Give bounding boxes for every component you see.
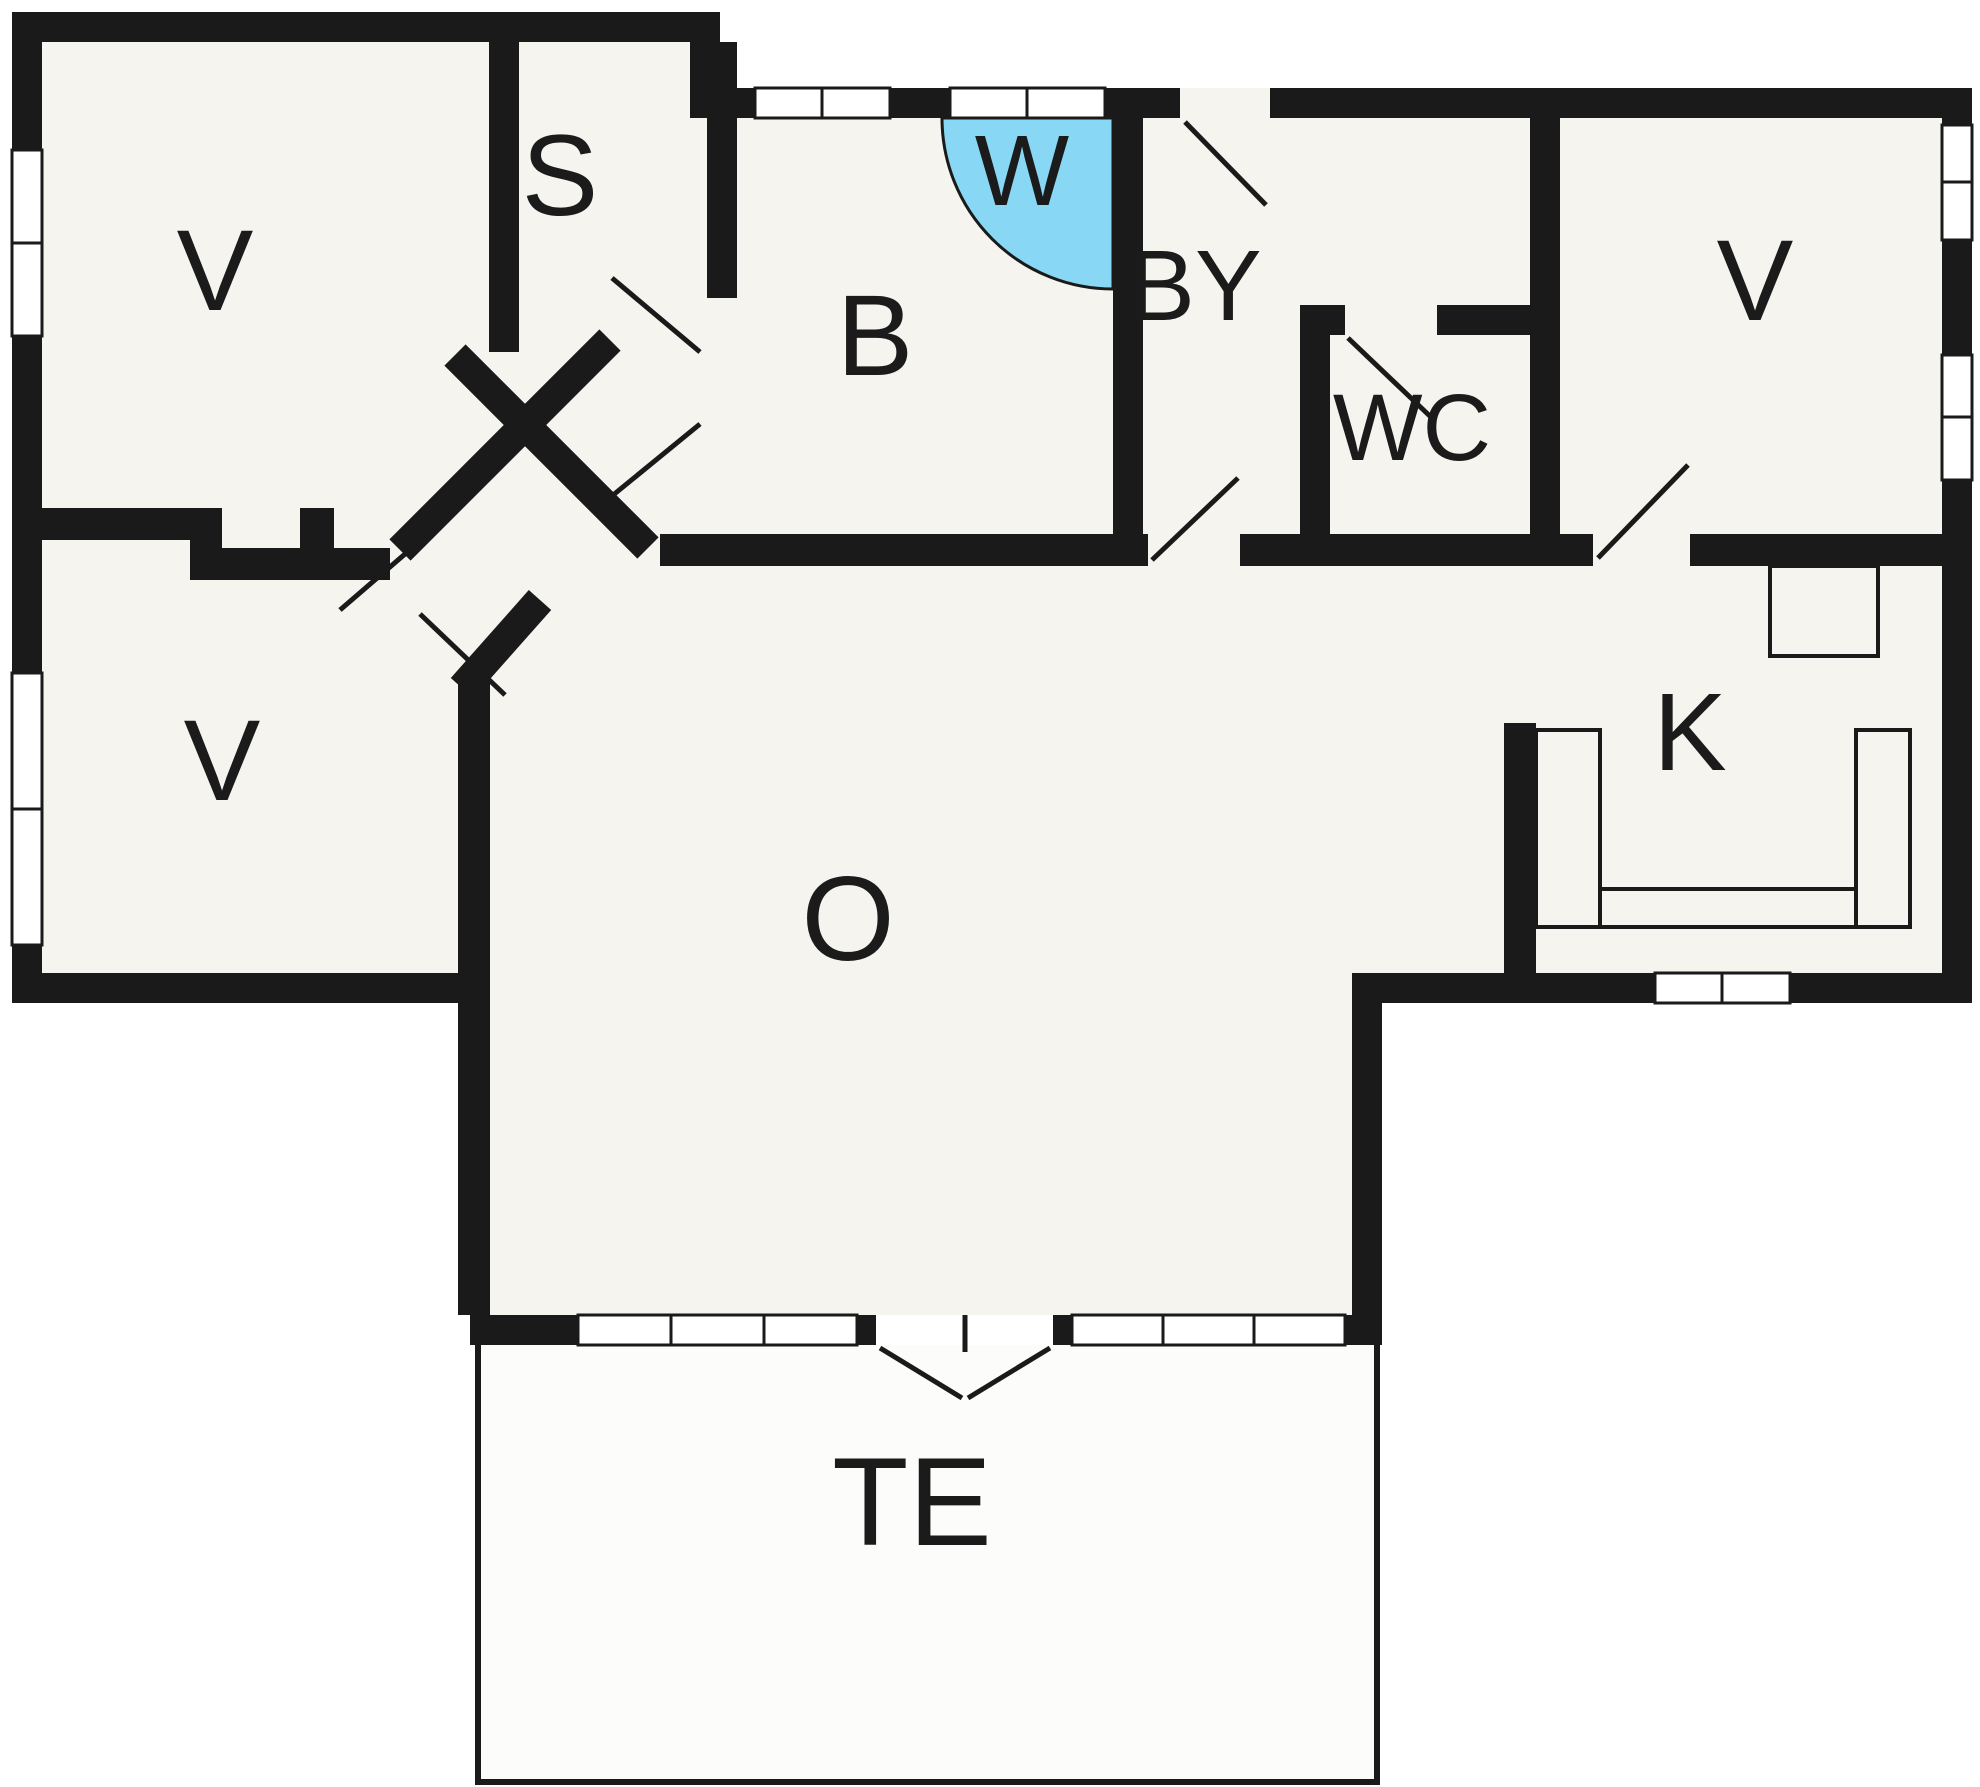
wall-segment [1352,973,1655,1003]
floor-area [458,973,1382,1315]
window [948,86,1107,120]
wall-segment [1270,88,1972,118]
wall-segment [458,1003,490,1315]
wall-segment [12,12,42,150]
wall-segment [222,548,390,580]
wall-segment [1300,305,1345,335]
counter-segment [1598,887,1858,929]
wall-segment [857,1315,876,1345]
room-label-terrace: TE [832,1433,992,1572]
door-swing-bedroom-right [1596,463,1690,560]
kitchen-counter [1534,564,1912,929]
wall-segment [1105,88,1180,118]
wall-segment [12,12,720,42]
door-swing-utility [1150,476,1240,562]
wall-diagonal [389,329,621,561]
terrace-outline [475,1345,1380,1785]
labels-layer: V S B W BY WC V V K O TE [177,112,1794,1572]
wall-segment [1113,118,1143,566]
wall-segment [458,676,490,973]
hall-diagonal-walls [389,329,659,698]
room-label-bedroom-bottom-left: V [184,697,261,825]
door-swing [338,546,414,612]
floor-area [42,548,458,973]
door-swing [605,422,702,502]
window [1940,353,1974,482]
shower-quarter-circle [940,116,1115,291]
wall-segment [707,42,737,298]
door-swing [418,612,507,697]
wall-diagonal [444,344,659,559]
wall-segment [1352,1003,1382,1315]
window [576,1313,859,1347]
counter-segment [1854,728,1912,929]
door-swing-terrace-left [878,1345,964,1401]
wall-segment [470,1315,578,1345]
window [753,86,892,120]
wall-segment [1345,1315,1382,1345]
doors-layer [338,120,1690,1401]
room-label-shower: W [975,115,1070,227]
window [10,671,44,947]
wall-segment [1790,973,1972,1003]
window [1653,971,1792,1005]
wall-segment [1942,480,1972,1003]
windows-layer [10,86,1974,1347]
counter-segment [1534,728,1602,929]
wall-segment [1053,1315,1072,1345]
wall-segment [1690,534,1972,566]
wall-segment [660,534,1148,566]
window [1070,1313,1347,1347]
wall-segment [1240,534,1593,566]
counter-segment [1768,564,1880,658]
door-swing-wc [1346,336,1436,422]
wall-diagonal-chamfer [450,590,552,698]
wall-segment [190,508,222,580]
room-label-bedroom-right: V [1717,217,1794,345]
wall-segment [489,42,519,352]
wall-segment [300,508,334,550]
wall-segment [1942,88,1972,125]
floor-layer [42,42,1972,1315]
room-label-bathroom: B [837,272,914,400]
wall-segment [12,973,490,1003]
room-label-wc: WC [1333,375,1491,481]
wall-segment [1300,335,1330,566]
wall-segment [890,88,950,118]
wall-segment [12,508,190,540]
door-swing-entrance [1183,120,1268,207]
room-label-utility: BY [1128,230,1261,342]
door-swing-terrace-right [966,1345,1052,1401]
room-label-living-room: O [801,852,894,986]
wall-segment [1942,240,1972,355]
room-label-s-room: S [522,112,599,240]
wall-segment [1504,723,1536,973]
door-swing [610,276,702,354]
window [1940,123,1974,242]
room-label-bedroom-top-left: V [177,207,254,335]
terrace-area [475,1345,1380,1785]
terrace-floor [478,1345,1377,1782]
walls-layer [12,12,1972,1345]
wall-segment [12,336,42,673]
room-label-kitchen: K [1653,671,1726,794]
wall-segment [1437,305,1560,335]
window [10,148,44,338]
